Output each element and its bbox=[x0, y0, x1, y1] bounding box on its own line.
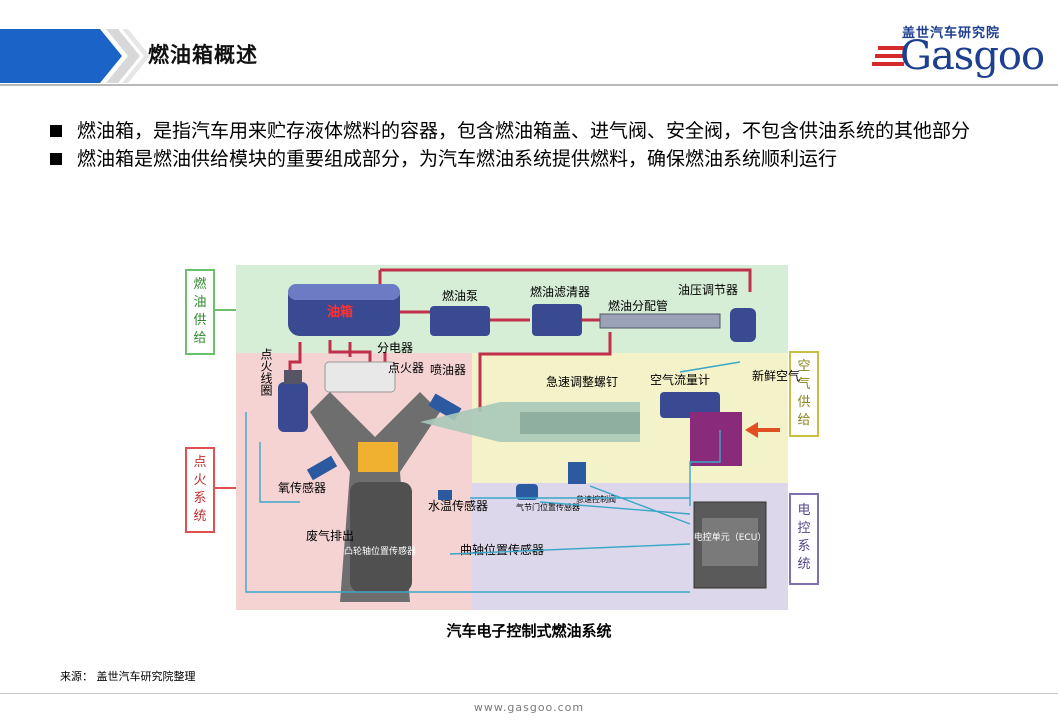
throttle-sensor-label: 气节门位置传感器 bbox=[516, 502, 580, 512]
air-flow-meter: 空气流量计 bbox=[650, 372, 742, 466]
slide-title: 燃油箱概述 bbox=[148, 43, 258, 67]
source-note: 来源： 盖世汽车研究院整理 bbox=[60, 670, 196, 683]
fuel-rail: 燃油分配管 bbox=[599, 298, 721, 329]
logo-wordmark: Gasgoo bbox=[900, 33, 1045, 79]
distributor-label: 分电器 bbox=[377, 341, 413, 355]
square-bullet-icon bbox=[50, 125, 62, 137]
air-flow-meter-label: 空气流量计 bbox=[650, 372, 710, 387]
idle-valve: 怠速控制阀 bbox=[568, 462, 616, 504]
svg-text:燃油供给: 燃油供给 bbox=[193, 276, 206, 346]
engine-block: 凸轮轴位置传感器 bbox=[310, 392, 440, 602]
fuel-system-diagram: 燃油供给 点火系统 空气供给 电控系统 bbox=[180, 262, 820, 614]
bullet-text: 燃油箱是燃油供给模块的重要组成部分，为汽车燃油系统提供燃料，确保燃油系统顺利运行 bbox=[77, 148, 838, 170]
logo-stripes-icon bbox=[872, 46, 904, 66]
bullet-list: 燃油箱，是指汽车用来贮存液体燃料的容器，包含燃油箱盖、进气阀、安全阀，不包含供油… bbox=[50, 118, 980, 174]
square-bullet-icon bbox=[50, 153, 62, 165]
coolant-sensor-label: 水温传感器 bbox=[428, 498, 488, 513]
throttle-sensor: 气节门位置传感器 bbox=[516, 484, 580, 512]
exhaust-label: 废气排出 bbox=[306, 528, 354, 543]
diagram-caption: 汽车电子控制式燃油系统 bbox=[446, 622, 612, 640]
cam-sensor-label: 凸轮轴位置传感器 bbox=[344, 545, 416, 557]
label-electronic-control: 电控系统 bbox=[789, 493, 819, 585]
oxygen-sensor-label: 氧传感器 bbox=[278, 480, 326, 495]
idle-screw: 急速调整螺钉 bbox=[546, 374, 618, 389]
idle-screw-label: 急速调整螺钉 bbox=[546, 374, 618, 389]
fuel-pump: 燃油泵 bbox=[430, 288, 490, 336]
bullet-text: 燃油箱，是指汽车用来贮存液体燃料的容器，包含燃油箱盖、进气阀、安全阀，不包含供油… bbox=[77, 120, 971, 142]
crank-sensor-label: 曲轴位置传感器 bbox=[460, 542, 544, 557]
svg-text:点火系统: 点火系统 bbox=[193, 455, 206, 524]
label-fuel-supply: 燃油供给 bbox=[185, 269, 236, 355]
pressure-regulator-label: 油压调节器 bbox=[678, 283, 738, 297]
header-divider bbox=[0, 84, 1058, 86]
distributor: 分电器 bbox=[324, 341, 413, 393]
ignition-coil-label: 点火线圈 bbox=[259, 348, 273, 397]
injector-label: 喷油器 bbox=[430, 363, 466, 377]
pressure-regulator: 油压调节器 bbox=[678, 283, 756, 342]
footer-url: www.gasgoo.com bbox=[473, 701, 585, 714]
slide-header: 燃油箱概述 盖世汽车研究院 Gasgoo bbox=[0, 0, 1058, 86]
coolant-sensor: 水温传感器 bbox=[428, 490, 488, 513]
fuel-filter: 燃油滤清器 bbox=[530, 284, 590, 336]
spark-plug: 点火器 bbox=[388, 361, 424, 375]
ignition-coil: 点火线圈 bbox=[259, 348, 308, 432]
idle-valve-label: 怠速控制阀 bbox=[576, 494, 616, 504]
intake-manifold bbox=[420, 402, 640, 442]
ecu-label: 电控单元（ECU） bbox=[694, 531, 767, 543]
oxygen-sensor: 氧传感器 bbox=[278, 455, 338, 495]
title-chevron-band bbox=[0, 29, 150, 83]
fresh-air: 新鲜空气 bbox=[745, 368, 800, 438]
logo-cn-name: 盖世汽车研究院 bbox=[902, 26, 1001, 41]
svg-text:空气供给: 空气供给 bbox=[797, 359, 810, 428]
fuel-tank-label: 油箱 bbox=[327, 304, 353, 320]
footer-divider bbox=[0, 693, 1058, 694]
signal-lines bbox=[245, 361, 741, 593]
fuel-pump-label: 燃油泵 bbox=[442, 288, 478, 303]
bullet-item: 燃油箱是燃油供给模块的重要组成部分，为汽车燃油系统提供燃料，确保燃油系统顺利运行 bbox=[50, 146, 980, 172]
svg-text:电控系统: 电控系统 bbox=[797, 503, 810, 572]
exhaust: 废气排出 bbox=[306, 528, 354, 543]
gasgoo-logo: 盖世汽车研究院 Gasgoo bbox=[872, 22, 1045, 80]
label-ignition: 点火系统 bbox=[185, 447, 236, 533]
ecu: 电控单元（ECU） bbox=[693, 501, 767, 589]
spark-plug-label: 点火器 bbox=[388, 361, 424, 375]
fuel-filter-label: 燃油滤清器 bbox=[530, 284, 590, 299]
fuel-tank: 油箱 bbox=[288, 284, 400, 336]
label-air-supply: 空气供给 bbox=[789, 351, 819, 437]
crank-sensor: 曲轴位置传感器 bbox=[460, 542, 544, 557]
bullet-item: 燃油箱，是指汽车用来贮存液体燃料的容器，包含燃油箱盖、进气阀、安全阀，不包含供油… bbox=[50, 118, 980, 144]
fresh-air-label: 新鲜空气 bbox=[752, 368, 800, 383]
fuel-rail-label: 燃油分配管 bbox=[608, 298, 668, 313]
